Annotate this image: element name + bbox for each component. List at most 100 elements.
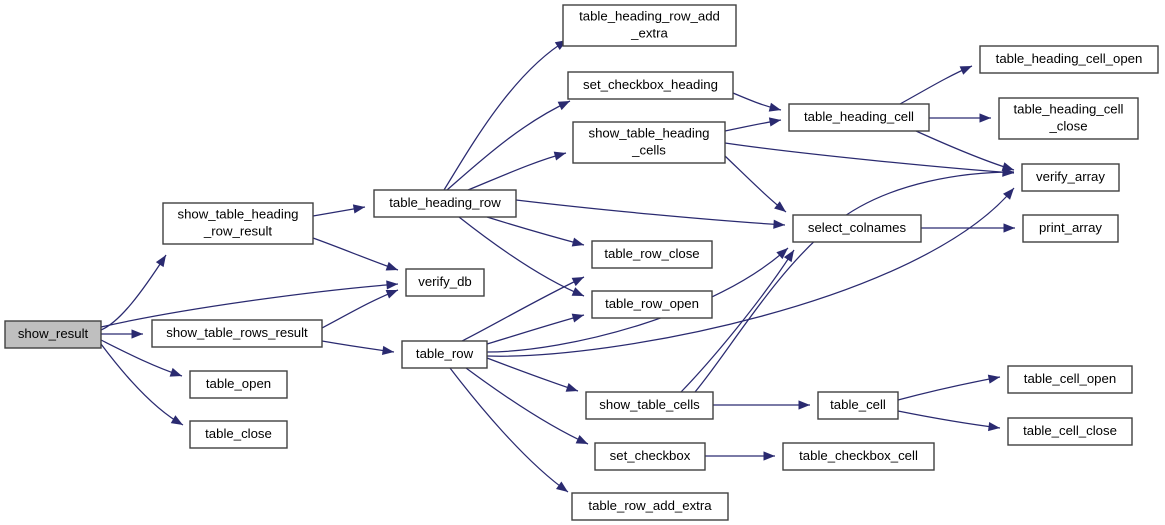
edge-line (899, 65, 973, 105)
edges-layer (100, 39, 1015, 493)
node-box[interactable] (373, 189, 517, 218)
node-table_heading_row[interactable]: table_heading_row (373, 189, 517, 218)
edge-line (694, 171, 1015, 393)
node-box[interactable] (562, 4, 737, 47)
node-verify_array[interactable]: verify_array (1021, 163, 1120, 192)
edge-line (680, 249, 795, 393)
edge-line (449, 367, 569, 493)
node-box[interactable] (591, 240, 713, 269)
node-label: show_table_heading (178, 206, 299, 221)
node-box[interactable] (782, 442, 935, 471)
node-table_open[interactable]: table_open (189, 370, 288, 399)
node-box[interactable] (594, 442, 706, 471)
node-table_row_add_extra[interactable]: table_row_add_extra (571, 492, 729, 521)
edge-arrowhead (386, 280, 398, 290)
edge-arrowhead (763, 451, 775, 461)
node-label: _cells (631, 142, 666, 157)
node-label: table_cell (830, 397, 886, 412)
edge-table_heading_row-to-set_checkbox_heading (446, 100, 571, 191)
node-box[interactable] (151, 319, 323, 348)
node-table_cell_close[interactable]: table_cell_close (1007, 417, 1133, 446)
edge-arrowhead (155, 255, 166, 268)
edge-arrowhead (571, 313, 584, 323)
node-table_heading_cell_close[interactable]: table_heading_cell_close (998, 97, 1139, 140)
node-label: select_colnames (808, 220, 907, 235)
edge-table_heading_row-to-table_heading_row_add_extra (443, 39, 568, 191)
node-table_row_close[interactable]: table_row_close (591, 240, 713, 269)
node-verify_db[interactable]: verify_db (405, 268, 485, 297)
node-set_checkbox_heading[interactable]: set_checkbox_heading (567, 71, 734, 100)
edge-select_colnames-to-print_array (921, 223, 1015, 233)
node-box[interactable] (788, 103, 930, 132)
node-box[interactable] (567, 71, 734, 100)
node-table_row_open[interactable]: table_row_open (591, 290, 713, 319)
node-table_close[interactable]: table_close (189, 420, 288, 449)
node-label: show_result (18, 326, 89, 341)
node-box[interactable] (1007, 417, 1133, 446)
node-table_cell_open[interactable]: table_cell_open (1007, 365, 1133, 394)
edge-show_table_rows_result-to-verify_db (321, 289, 399, 329)
node-label: _row_result (203, 223, 273, 238)
node-box[interactable] (998, 97, 1139, 140)
node-set_checkbox[interactable]: set_checkbox (594, 442, 706, 471)
node-table_heading_row_add_extra[interactable]: table_heading_row_add_extra (562, 4, 737, 47)
node-label: table_close (205, 426, 272, 441)
node-show_table_cells[interactable]: show_table_cells (585, 391, 714, 420)
node-show_table_heading_cells[interactable]: show_table_heading_cells (572, 121, 726, 164)
edge-show_table_heading_cells-to-table_heading_cell (724, 117, 782, 132)
edge-arrowhead (170, 415, 183, 425)
edge-show_result-to-table_open (100, 339, 183, 377)
node-table_row[interactable]: table_row (401, 340, 488, 369)
edge-show_table_heading_row_result-to-verify_db (312, 237, 399, 271)
node-label: table_heading_cell_open (996, 51, 1143, 66)
node-box[interactable] (585, 391, 714, 420)
edge-table_row-to-table_row_add_extra (449, 367, 569, 493)
edge-line (897, 410, 1001, 429)
node-show_table_heading_row_result[interactable]: show_table_heading _row_result (162, 202, 314, 245)
node-label: table_heading_cell (804, 109, 914, 124)
node-box[interactable] (1007, 365, 1133, 394)
edge-table_row-to-table_row_close (461, 276, 585, 342)
edge-arrowhead (131, 329, 143, 339)
edge-arrowhead (352, 204, 365, 214)
node-table_heading_cell[interactable]: table_heading_cell (788, 103, 930, 132)
node-box[interactable] (405, 268, 485, 297)
node-box[interactable] (401, 340, 488, 369)
node-box[interactable] (591, 290, 713, 319)
edge-line (486, 247, 789, 353)
node-show_result[interactable]: show_result (4, 320, 102, 349)
node-table_cell[interactable]: table_cell (817, 391, 899, 420)
edge-table_heading_row-to-table_row_open (458, 216, 585, 297)
node-box[interactable] (162, 202, 314, 245)
edge-table_heading_cell-to-table_heading_cell_open (899, 65, 973, 105)
edge-table_cell-to-table_cell_open (897, 374, 1001, 401)
edge-show_table_cells-to-select_colnames (680, 249, 795, 393)
edge-arrowhead (575, 434, 588, 444)
node-box[interactable] (4, 320, 102, 349)
edge-arrowhead (555, 481, 568, 492)
node-box[interactable] (792, 214, 922, 243)
node-box[interactable] (189, 420, 288, 449)
edge-show_table_cells-to-verify_array (694, 167, 1015, 393)
edge-line (443, 39, 568, 191)
node-box[interactable] (979, 45, 1159, 74)
node-table_checkbox_cell[interactable]: table_checkbox_cell (782, 442, 935, 471)
node-label: table_heading_row_add (579, 8, 720, 23)
node-box[interactable] (189, 370, 288, 399)
edge-arrowhead (553, 151, 566, 161)
node-box[interactable] (572, 121, 726, 164)
node-box[interactable] (817, 391, 899, 420)
node-select_colnames[interactable]: select_colnames (792, 214, 922, 243)
node-table_heading_cell_open[interactable]: table_heading_cell_open (979, 45, 1159, 74)
node-show_table_rows_result[interactable]: show_table_rows_result (151, 319, 323, 348)
edge-line (724, 142, 1015, 174)
node-box[interactable] (1021, 163, 1120, 192)
node-box[interactable] (1022, 214, 1119, 243)
edge-arrowhead (385, 261, 398, 271)
node-print_array[interactable]: print_array (1022, 214, 1119, 243)
node-label: show_table_cells (599, 397, 700, 412)
node-box[interactable] (571, 492, 729, 521)
edge-table_row-to-table_row_open (486, 313, 585, 345)
